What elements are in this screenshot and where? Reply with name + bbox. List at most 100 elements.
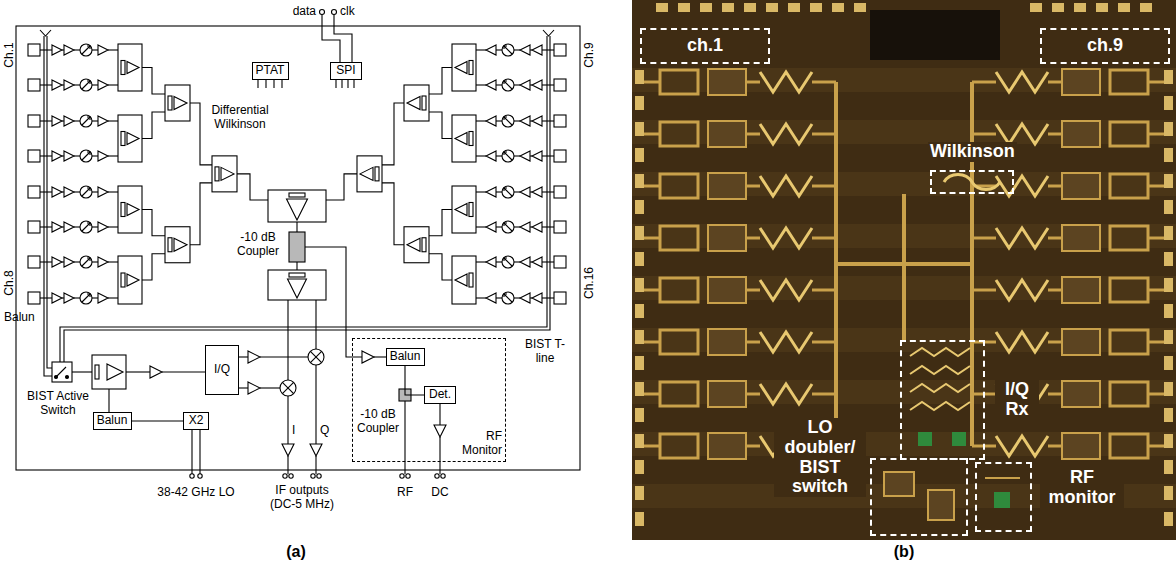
bond-pad xyxy=(635,174,644,188)
wire xyxy=(40,49,52,50)
bond-pad xyxy=(28,115,40,127)
wire xyxy=(514,84,520,85)
trace xyxy=(1048,445,1062,448)
bond-pad xyxy=(1164,122,1173,136)
phase-shifter-layout xyxy=(760,280,812,300)
trace xyxy=(1048,393,1062,396)
resistor-symbol xyxy=(95,365,99,379)
amplifier-symbol xyxy=(532,116,542,126)
trace xyxy=(644,133,660,136)
wire xyxy=(74,49,80,50)
mixer-layout xyxy=(910,402,970,410)
pin xyxy=(283,474,287,478)
bond-pad xyxy=(28,221,40,233)
photo-callout-box: LO doubler/ BIST switch xyxy=(870,458,968,536)
amplifier-symbol xyxy=(532,257,542,267)
part-name: -10 dB Coupler xyxy=(233,231,283,259)
wire xyxy=(74,226,80,227)
bond-pad xyxy=(635,200,644,214)
function-box: PTAT xyxy=(252,62,289,80)
phase-shifter-arrow xyxy=(82,223,90,231)
channel-label: Ch.1 xyxy=(3,42,15,67)
wire xyxy=(74,120,80,121)
bond-pad xyxy=(28,186,40,198)
phase-shifter-symbol xyxy=(80,186,92,198)
pin-name: data xyxy=(293,5,316,19)
wire xyxy=(92,191,98,192)
amplifier-symbol xyxy=(532,187,542,197)
trace xyxy=(972,133,996,136)
resistor-symbol xyxy=(168,238,172,252)
phase-shifter-arrow xyxy=(504,258,512,266)
wire xyxy=(476,84,486,85)
trace xyxy=(972,81,996,84)
phase-shifter-arrow xyxy=(87,188,90,191)
bond-pad xyxy=(554,115,566,127)
wire xyxy=(260,356,308,357)
part-name: BIST Active Switch xyxy=(16,390,100,418)
phase-shifter-arrow xyxy=(504,46,512,54)
amplifier-symbol xyxy=(282,444,294,456)
wilkinson-combiner xyxy=(404,85,429,121)
trace xyxy=(746,133,760,136)
bond-pad xyxy=(1164,278,1173,292)
antenna-symbol xyxy=(40,30,51,36)
resistor-symbol xyxy=(121,203,125,217)
signal-name: Q xyxy=(320,424,329,438)
phase-shifter-layout xyxy=(996,280,1048,300)
amplifier-symbol xyxy=(52,293,62,303)
phase-shifter-arrow xyxy=(82,117,90,125)
block-label: Det. xyxy=(429,388,451,402)
wire xyxy=(429,254,452,280)
wire xyxy=(74,261,80,262)
phase-shifter-layout xyxy=(760,384,812,404)
bond-pad xyxy=(1164,382,1173,396)
function-box: Det. xyxy=(424,386,456,404)
bond-pad xyxy=(1164,460,1173,474)
bond-pad xyxy=(554,186,566,198)
wire xyxy=(514,155,520,156)
bist-t-line xyxy=(47,36,52,368)
wire xyxy=(322,15,340,63)
inductor-trace xyxy=(1110,434,1148,458)
phase-shifter-arrow xyxy=(504,258,507,261)
block-label: X2 xyxy=(189,414,204,428)
bond-pad xyxy=(635,70,644,84)
amplifier-symbol xyxy=(532,222,542,232)
wilkinson-combiner xyxy=(452,186,476,233)
trace xyxy=(1148,133,1164,136)
trace xyxy=(812,393,836,396)
amplifier-symbol xyxy=(407,97,420,110)
channel-label: Ch.8 xyxy=(3,270,15,295)
amplifier-symbol xyxy=(64,293,74,303)
phase-shifter-arrow xyxy=(87,223,90,226)
amplifier-symbol xyxy=(64,222,74,232)
trace xyxy=(985,477,1020,479)
pin-lead xyxy=(353,80,354,88)
wire xyxy=(496,226,502,227)
bond-pad xyxy=(28,292,40,304)
phase-shifter-arrow xyxy=(504,81,512,89)
bond-pad xyxy=(1052,3,1064,12)
amplifier-layout xyxy=(1062,329,1100,355)
inductor-trace xyxy=(660,226,698,250)
mixer-symbol xyxy=(308,349,324,365)
wilkinson-combiner xyxy=(452,256,476,304)
wire xyxy=(72,371,92,372)
bond-pad xyxy=(1074,3,1086,12)
phase-shifter-layout xyxy=(996,228,1048,248)
amplifier-symbol xyxy=(150,366,162,378)
amplifier-symbol xyxy=(127,62,139,74)
resistor-symbol xyxy=(469,203,473,217)
trace xyxy=(644,445,660,448)
bond-pad xyxy=(678,3,690,12)
wire xyxy=(40,155,52,156)
block-label: PTAT xyxy=(256,64,285,78)
pin xyxy=(317,474,321,478)
wire xyxy=(108,49,118,50)
wire xyxy=(74,297,80,298)
trace xyxy=(1048,289,1062,292)
wire xyxy=(142,254,165,280)
dark-region xyxy=(870,10,1000,60)
phase-shifter-arrow xyxy=(504,81,507,84)
